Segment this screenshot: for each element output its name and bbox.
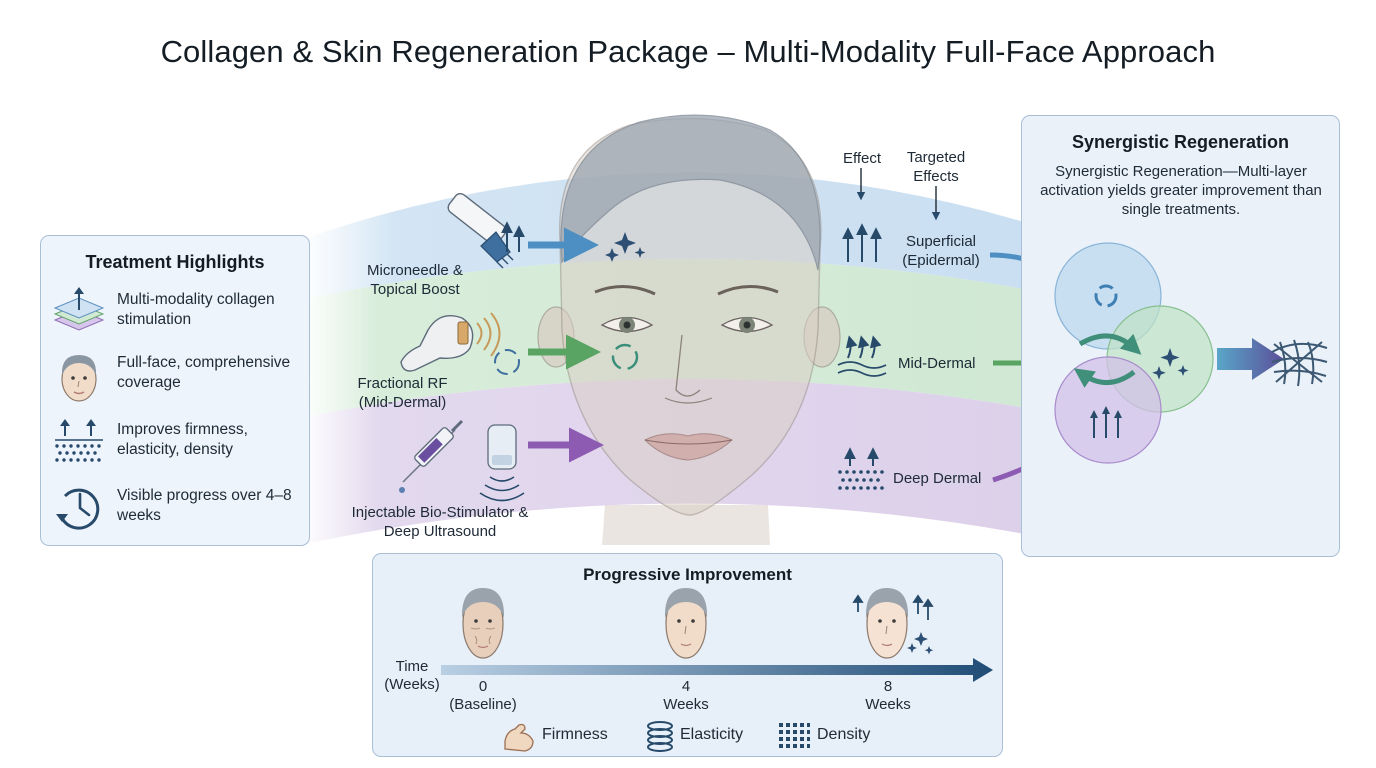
- milestone-8-caption: Weeks: [865, 696, 911, 713]
- legend-density: Density: [777, 719, 887, 755]
- milestone-0-caption: (Baseline): [449, 696, 517, 713]
- clock-icon: [56, 488, 100, 530]
- superficial-label: Superficial (Epidermal): [902, 233, 980, 269]
- highlight-item: Improves firmness, elasticity, density: [51, 416, 306, 466]
- layers-icon: [53, 287, 105, 331]
- injectable-device-icon: [399, 419, 525, 502]
- legend-label: Elasticity: [680, 726, 744, 743]
- mid-dermal-effect-icon: [837, 335, 887, 377]
- regeneration-icon: [611, 343, 639, 371]
- highlight-text: Full-face, comprehensive coverage: [117, 354, 291, 391]
- legend-label: Density: [817, 726, 871, 743]
- effect-header: Effect: [842, 150, 882, 167]
- synergy-title: Synergistic Regeneration: [1071, 132, 1290, 152]
- targeted-effects-header: Targeted Effects: [906, 149, 966, 185]
- milestone-0-value: 0: [478, 678, 488, 695]
- improvement-arrows-icon: [852, 594, 934, 620]
- legend-firmness: Firmness: [501, 719, 616, 755]
- highlight-text: Improves firmness, elasticity, density: [117, 421, 248, 458]
- collagen-mesh-icon: [1271, 339, 1328, 387]
- highlight-item: Visible progress over 4–8 weeks: [51, 482, 306, 532]
- highlight-item: Multi-modality collagen stimulation: [51, 286, 306, 336]
- synergy-description: Synergistic Regeneration—Multi-layer act…: [1040, 163, 1322, 218]
- milestone-4-value: 4: [681, 678, 691, 695]
- week-4-face-icon: [664, 588, 708, 659]
- treatment-highlights-panel: Treatment Highlights Multi-modality coll…: [40, 235, 310, 546]
- deep-dermal-effect-icon: [838, 447, 884, 490]
- microneedle-label: Microneedle & Topical Boost: [367, 262, 463, 298]
- highlight-text: Visible progress over 4–8 weeks: [117, 487, 292, 524]
- progress-title: Progressive Improvement: [583, 565, 792, 584]
- baseline-face-icon: [461, 588, 505, 659]
- spring-icon: [647, 721, 673, 752]
- rf-device-icon: [400, 312, 520, 375]
- deep-dermal-label: Deep Dermal: [893, 470, 982, 487]
- highlights-title: Treatment Highlights: [85, 252, 265, 272]
- timeline-graphic: [441, 588, 993, 682]
- microneedle-device-icon: [447, 192, 525, 269]
- muscle-icon: [504, 723, 534, 752]
- synergy-output-arrow: [1217, 338, 1284, 380]
- milestone-4-caption: Weeks: [663, 696, 709, 713]
- highlight-item: Full-face, comprehensive coverage: [51, 349, 306, 402]
- milestone-8-value: 8: [883, 678, 893, 695]
- time-axis-label: Time (Weeks): [384, 658, 440, 693]
- face-icon: [61, 355, 97, 402]
- firmness-icon: [55, 419, 103, 462]
- mid-dermal-label: Mid-Dermal: [898, 355, 976, 372]
- progressive-improvement-panel: Progressive Improvement: [372, 553, 1003, 757]
- sparkle-icon: [605, 232, 646, 262]
- highlight-text: Multi-modality collagen stimulation: [117, 291, 275, 328]
- week-8-face-icon: [865, 588, 909, 659]
- superficial-effect-icon: [842, 223, 882, 262]
- week-8-sparkle-icon: [907, 632, 934, 655]
- synergy-panel: Synergistic Regeneration Synergistic Reg…: [1021, 115, 1340, 557]
- deep-dermal-circle: [1054, 356, 1162, 464]
- legend-elasticity: Elasticity: [645, 719, 755, 755]
- legend-label: Firmness: [542, 726, 608, 743]
- synergy-venn: [1054, 242, 1328, 464]
- injectable-label: Injectable Bio-Stimulator & Deep Ultraso…: [351, 504, 529, 540]
- timeline-arrow: [441, 658, 993, 682]
- density-grid-icon: [779, 723, 810, 748]
- page-title: Collagen & Skin Regeneration Package – M…: [160, 34, 1216, 69]
- rf-label: Fractional RF (Mid-Dermal): [357, 375, 448, 411]
